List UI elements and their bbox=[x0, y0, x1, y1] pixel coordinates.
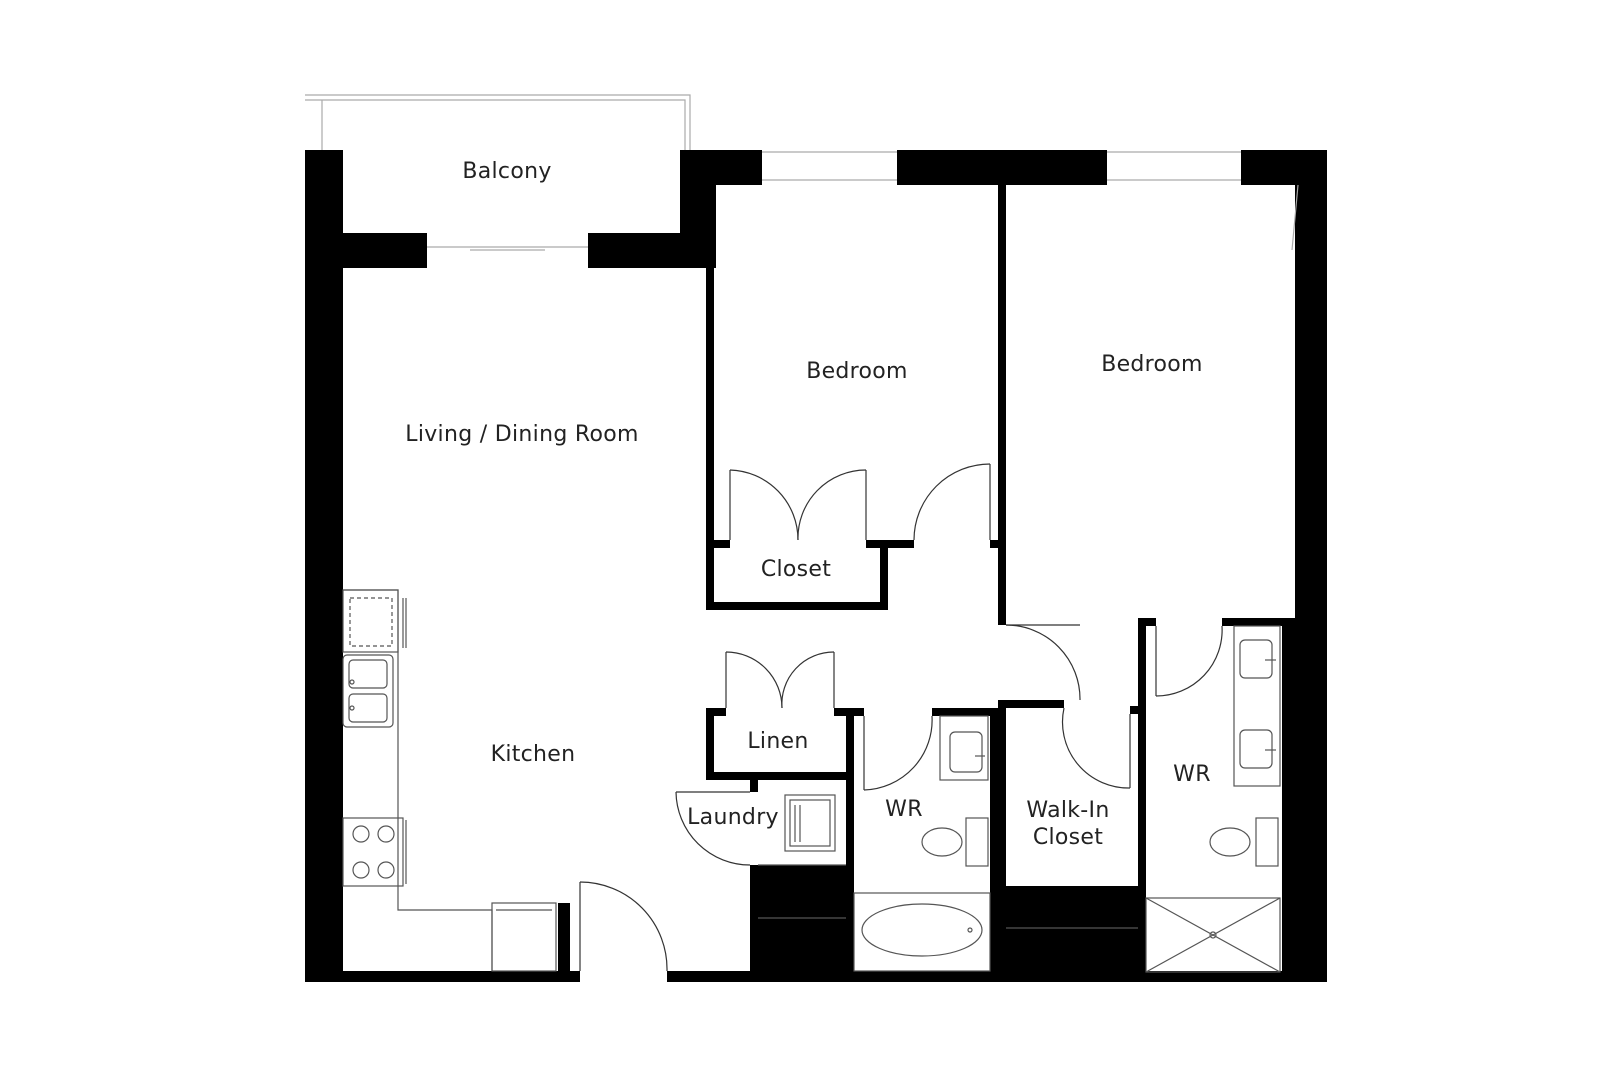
wr1-fixtures bbox=[853, 715, 991, 972]
label-linen: Linen bbox=[747, 729, 808, 754]
label-balcony: Balcony bbox=[462, 159, 551, 184]
label-living-dining-room: Living / Dining Room bbox=[405, 422, 638, 447]
label-wr-1: WR bbox=[885, 797, 923, 822]
balcony-railing bbox=[305, 94, 691, 150]
label-walk-in-closet-line2: Closet bbox=[1033, 825, 1103, 850]
room-labels: Balcony Living / Dining Room Bedroom Bed… bbox=[405, 159, 1211, 850]
label-wr-2: WR bbox=[1173, 762, 1211, 787]
doors bbox=[579, 463, 1223, 972]
closet-fixtures bbox=[758, 917, 1138, 929]
walls bbox=[305, 150, 1327, 982]
kitchen-fixtures bbox=[342, 589, 557, 972]
label-walk-in-closet-line1: Walk-In bbox=[1026, 798, 1109, 823]
label-laundry: Laundry bbox=[687, 805, 779, 830]
label-bedroom-2: Bedroom bbox=[1101, 352, 1203, 377]
windows bbox=[334, 151, 1299, 971]
label-kitchen: Kitchen bbox=[491, 742, 576, 767]
wr2-fixtures bbox=[1145, 625, 1281, 973]
laundry-fixtures bbox=[758, 794, 846, 866]
label-closet: Closet bbox=[761, 557, 831, 582]
label-bedroom-1: Bedroom bbox=[806, 359, 908, 384]
